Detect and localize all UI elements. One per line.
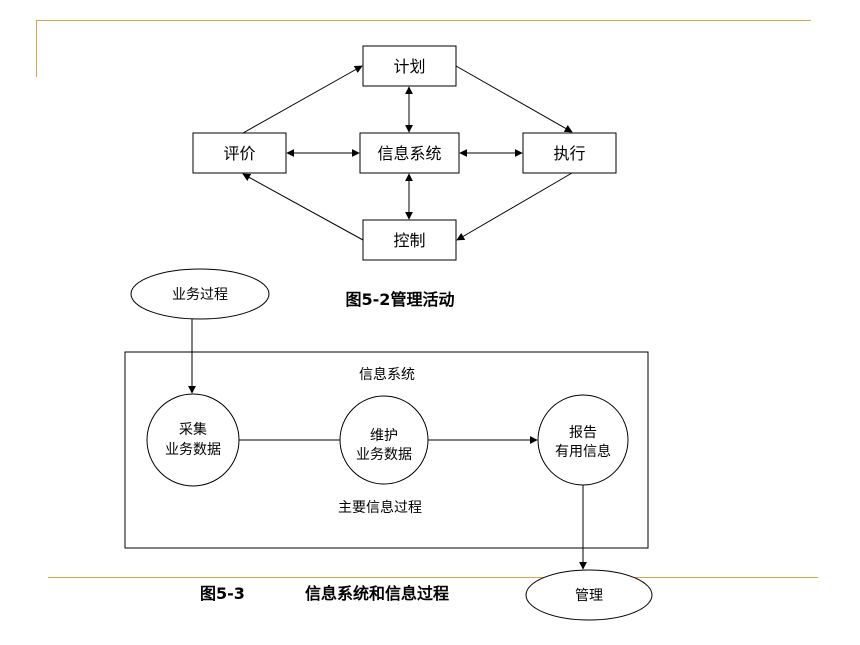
business-process-label: 业务过程 bbox=[172, 287, 228, 303]
arrow-plan-to-execute bbox=[455, 65, 573, 133]
infosys-label: 信息系统 bbox=[377, 144, 441, 163]
evaluate-label: 评价 bbox=[223, 144, 255, 163]
bottom-rule bbox=[48, 577, 818, 578]
report-label-line2: 有用信息 bbox=[555, 443, 611, 460]
figure-info-process: 业务过程 信息系统 采集 业务数据 维护 业务数据 报告 有用信息 主要信息过程… bbox=[124, 268, 653, 621]
execute-box bbox=[522, 132, 617, 174]
arrow-execute-to-control bbox=[456, 172, 573, 241]
info-system-frame bbox=[124, 351, 649, 549]
plan-label: 计划 bbox=[393, 57, 425, 76]
report-label-line1: 报告 bbox=[569, 425, 597, 441]
business-process-ellipse bbox=[130, 268, 270, 320]
maintain-label-line2: 业务数据 bbox=[356, 447, 412, 463]
arrow-evaluate-to-plan bbox=[242, 65, 363, 134]
info-system-title: 信息系统 bbox=[359, 366, 415, 383]
collect-label-line2: 业务数据 bbox=[165, 442, 221, 458]
maintain-label-line1: 维护 bbox=[370, 428, 398, 444]
figure2-caption-text: 信息系统和信息过程 bbox=[305, 584, 449, 603]
main-process-label: 主要信息过程 bbox=[338, 499, 422, 516]
control-label: 控制 bbox=[393, 231, 425, 250]
left-rule bbox=[36, 20, 37, 77]
management-label: 管理 bbox=[575, 588, 603, 604]
collect-circle bbox=[146, 393, 240, 487]
management-ellipse bbox=[525, 569, 653, 621]
top-rule bbox=[36, 20, 811, 21]
arrow-control-to-evaluate bbox=[242, 173, 364, 241]
evaluate-box bbox=[192, 132, 287, 174]
figure2-caption-number: 图5-3 bbox=[200, 584, 245, 603]
execute-label: 执行 bbox=[553, 144, 585, 163]
figure1-caption: 图5-2管理活动 bbox=[346, 290, 455, 309]
figure-management-activities: 计划 评价 信息系统 执行 控制 图5-2管理活动 bbox=[192, 45, 617, 309]
collect-label-line1: 采集 bbox=[179, 421, 207, 438]
infosys-box bbox=[359, 132, 460, 174]
